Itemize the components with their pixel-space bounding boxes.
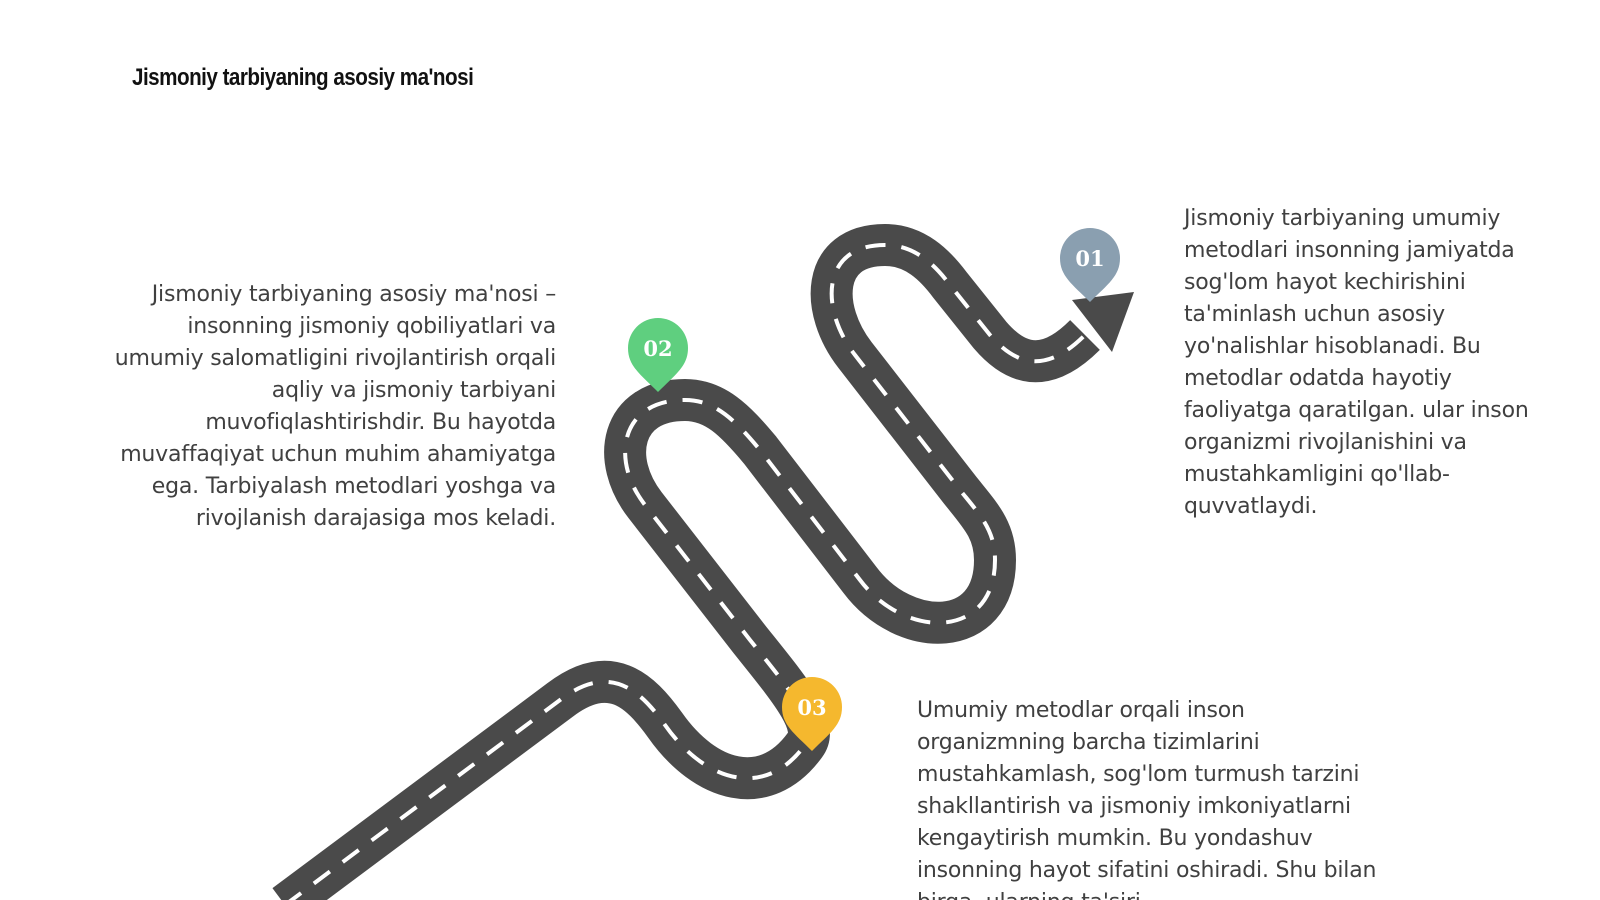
pin-03: 03 bbox=[782, 677, 842, 751]
bottom-text-block: Umumiy metodlar orqali inson organizmnin… bbox=[917, 698, 1377, 900]
pin-01-label: 01 bbox=[1075, 246, 1104, 271]
left-text-block: Jismoniy tarbiyaning asosiy ma'nosi – in… bbox=[114, 282, 556, 531]
pin-02: 02 bbox=[628, 318, 688, 392]
right-text-block: Jismoniy tarbiyaning umumiy metodlari in… bbox=[1184, 206, 1529, 519]
pin-01: 01 bbox=[1060, 228, 1120, 302]
slide-title: Jismoniy tarbiyaning asosiy ma'nosi bbox=[132, 64, 474, 91]
pin-01-marker bbox=[1060, 228, 1120, 302]
pin-02-label: 02 bbox=[643, 336, 672, 361]
pin-03-marker bbox=[782, 677, 842, 751]
road bbox=[285, 245, 1134, 900]
pin-02-marker bbox=[628, 318, 688, 392]
pin-03-label: 03 bbox=[797, 695, 826, 720]
road-arrow-head bbox=[1072, 292, 1134, 352]
